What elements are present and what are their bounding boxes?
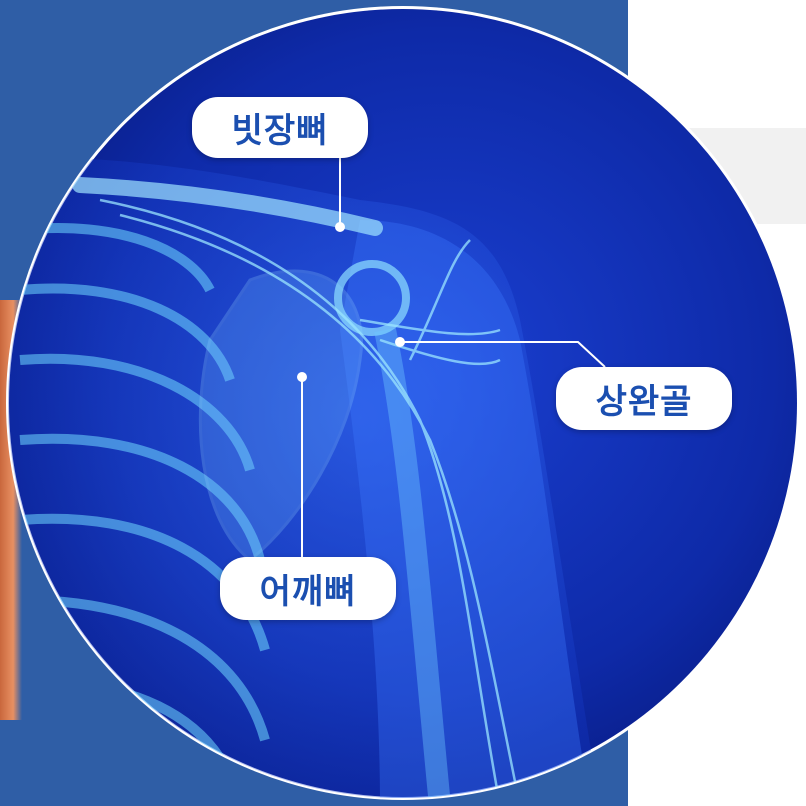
scapula-marker bbox=[297, 372, 307, 382]
humerus-marker bbox=[395, 337, 405, 347]
humerus-label: 상완골 bbox=[556, 367, 732, 430]
clavicle-marker bbox=[335, 222, 345, 232]
clavicle-label: 빗장뼈 bbox=[192, 97, 368, 158]
scapula-label: 어깨뼈 bbox=[220, 557, 396, 620]
